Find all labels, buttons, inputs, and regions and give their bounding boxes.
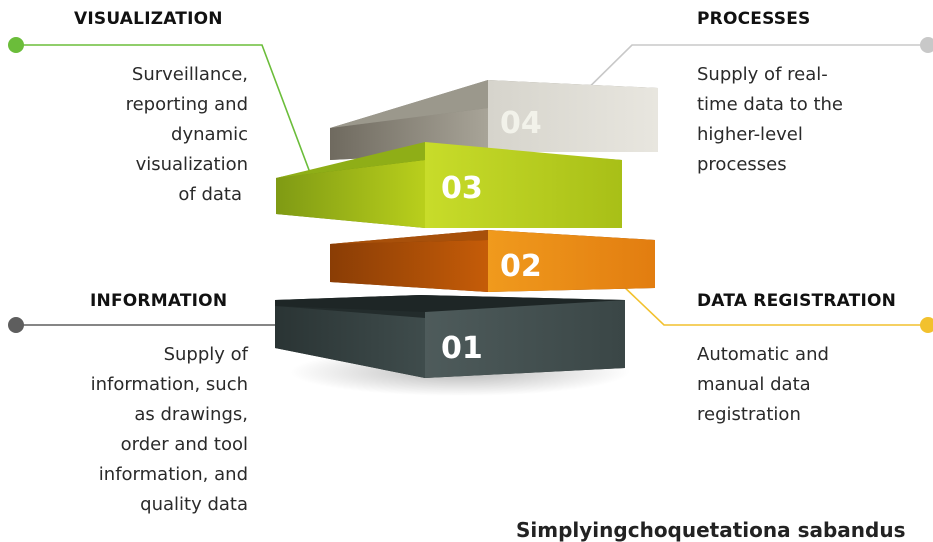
layer-01-number: 01 [441,331,483,366]
visualization-line: reporting and [125,94,248,115]
processes-line: processes [697,154,787,175]
visualization-title: VISUALIZATION [74,9,223,29]
information-line: order and tool [120,434,248,455]
processes-title: PROCESSES [697,9,811,29]
information-line: information, such [90,374,248,395]
data-registration-line: registration [697,404,801,425]
information-line: information, and [98,464,248,485]
connector-data-registration [619,282,933,333]
data-registration-line: manual data [697,374,811,395]
visualization-line: visualization [135,154,248,175]
layer-02-number: 02 [500,249,542,284]
footer-text: Simplyingchoquetationa sabandus [516,518,906,542]
layer-01: 01 [275,295,625,378]
information-line: quality data [140,494,248,515]
processes-line: time data to the [697,94,843,115]
processes-line: higher-level [697,124,803,145]
connector-information [8,317,275,333]
information-description: Supply of information, such as drawings,… [91,340,248,520]
visualization-line: dynamic [171,124,248,145]
layer-03: 03 [276,142,622,228]
layer-02: 02 [330,230,655,292]
layer-04-number: 04 [500,106,542,141]
connector-visualization [8,37,313,179]
data-registration-line: Automatic and [697,344,829,365]
visualization-description: Surveillance, reporting and dynamic visu… [126,60,248,210]
layer-03-number: 03 [441,171,483,206]
processes-line: Supply of real- [697,64,828,85]
visualization-line: Surveillance, [131,64,248,85]
information-line: as drawings, [134,404,248,425]
information-title: INFORMATION [90,291,228,311]
information-line: Supply of [163,344,248,365]
data-registration-title: DATA REGISTRATION [697,291,897,311]
data-registration-description: Automatic and manual data registration [697,340,829,430]
visualization-line: of data [178,184,242,205]
layer-04: 04 [330,80,658,160]
processes-description: Supply of real- time data to the higher-… [697,60,843,180]
